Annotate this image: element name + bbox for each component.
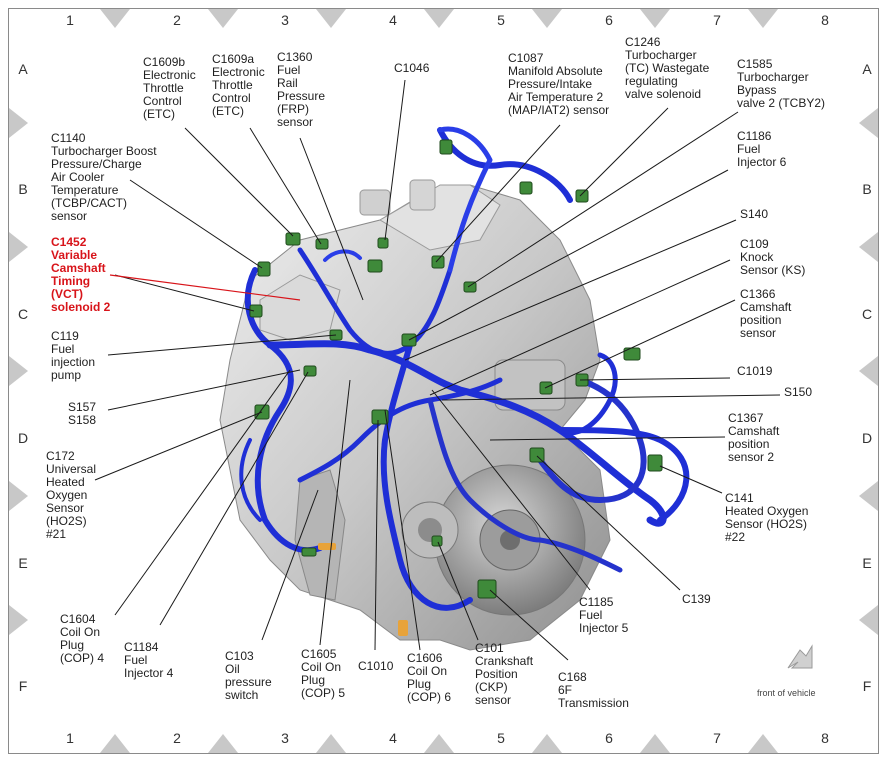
grid-col-2-top: 2 xyxy=(173,12,181,28)
label-c141: C141 Heated Oxygen Sensor (HO2S) #22 xyxy=(725,491,809,544)
grid-row-c-right: C xyxy=(861,306,873,322)
label-s140: S140 xyxy=(740,207,769,221)
label-c1366: C1366 Camshaft position sensor xyxy=(740,287,792,340)
grid-col-4-bottom: 4 xyxy=(389,730,397,746)
label-c1585: C1585 Turbocharger Bypass valve 2 (TCBY2… xyxy=(737,57,826,110)
label-c1609b: C1609b Electronic Throttle Control (ETC) xyxy=(143,55,196,121)
label-c119: C119 Fuel injection pump xyxy=(51,329,96,382)
label-c1046: C1046 xyxy=(394,61,430,75)
grid-col-7-top: 7 xyxy=(713,12,721,28)
grid-col-6-bottom: 6 xyxy=(605,730,613,746)
grid-col-1-bottom: 1 xyxy=(66,730,74,746)
label-c1184: C1184 Fuel Injector 4 xyxy=(124,640,174,680)
grid-col-6-top: 6 xyxy=(605,12,613,28)
label-s150: S150 xyxy=(784,385,813,399)
label-c1360: C1360 Fuel Rail Pressure (FRP) sensor xyxy=(277,50,326,129)
grid-col-3-bottom: 3 xyxy=(281,730,289,746)
label-c109: C109 Knock Sensor (KS) xyxy=(740,237,806,277)
diagram-frame xyxy=(8,8,879,754)
label-c1087: C1087 Manifold Absolute Pressure/Intake … xyxy=(508,51,610,117)
grid-col-7-bottom: 7 xyxy=(713,730,721,746)
grid-col-5-top: 5 xyxy=(497,12,505,28)
label-s157-s158: S157 S158 xyxy=(68,400,97,427)
grid-col-4-top: 4 xyxy=(389,12,397,28)
label-c1604: C1604 Coil On Plug (COP) 4 xyxy=(60,612,105,665)
leader-lines xyxy=(94,79,781,661)
label-c1605: C1605 Coil On Plug (COP) 5 xyxy=(301,647,346,700)
grid-col-5-bottom: 5 xyxy=(497,730,505,746)
label-c1010: C1010 xyxy=(358,659,394,673)
front-of-vehicle-arrow-icon xyxy=(787,644,813,669)
label-c103: C103 Oil pressure switch xyxy=(225,649,272,702)
highlight-leader-line xyxy=(109,274,301,301)
grid-col-2-bottom: 2 xyxy=(173,730,181,746)
label-c1609a: C1609a Electronic Throttle Control (ETC) xyxy=(212,52,265,118)
grid-markers xyxy=(9,9,878,753)
grid-row-c-left: C xyxy=(17,306,29,322)
grid-row-d-right: D xyxy=(861,430,873,446)
label-c1019: C1019 xyxy=(737,364,773,378)
label-c172: C172 Universal Heated Oxygen Sensor (HO2… xyxy=(46,449,97,541)
grid-row-b-right: B xyxy=(862,181,872,197)
grid-row-b-left: B xyxy=(18,181,28,197)
grid-row-e-right: E xyxy=(862,555,872,571)
label-c1367: C1367 Camshaft position sensor 2 xyxy=(728,411,780,464)
grid-row-a-right: A xyxy=(862,61,872,77)
wiring-harness xyxy=(239,126,690,611)
grid-col-3-top: 3 xyxy=(281,12,289,28)
label-c1452: C1452 Variable Camshaft Timing (VCT) sol… xyxy=(51,235,111,314)
grid-col-8-top: 8 xyxy=(821,12,829,28)
label-c168: C168 6F Transmission xyxy=(558,670,629,710)
label-c1186: C1186 Fuel Injector 6 xyxy=(737,129,787,169)
grid-col-1-top: 1 xyxy=(66,12,74,28)
grid-col-8-bottom: 8 xyxy=(821,730,829,746)
label-c1140: C1140 Turbocharger Boost Pressure/Charge… xyxy=(51,131,157,223)
label-c1185: C1185 Fuel Injector 5 xyxy=(579,595,629,635)
label-c139: C139 xyxy=(682,592,711,606)
grid-row-f-right: F xyxy=(862,678,872,694)
label-c101: C101 Crankshaft Position (CKP) sensor xyxy=(475,641,534,707)
front-of-vehicle-note: front of vehicle xyxy=(757,688,816,698)
grid-row-d-left: D xyxy=(17,430,29,446)
label-c1246: C1246 Turbocharger (TC) Wastegate regula… xyxy=(625,35,710,101)
grid-row-f-left: F xyxy=(18,678,28,694)
connectors xyxy=(249,139,663,599)
grid-row-e-left: E xyxy=(18,555,28,571)
label-c1606: C1606 Coil On Plug (COP) 6 xyxy=(407,651,452,704)
grid-row-a-left: A xyxy=(18,61,28,77)
